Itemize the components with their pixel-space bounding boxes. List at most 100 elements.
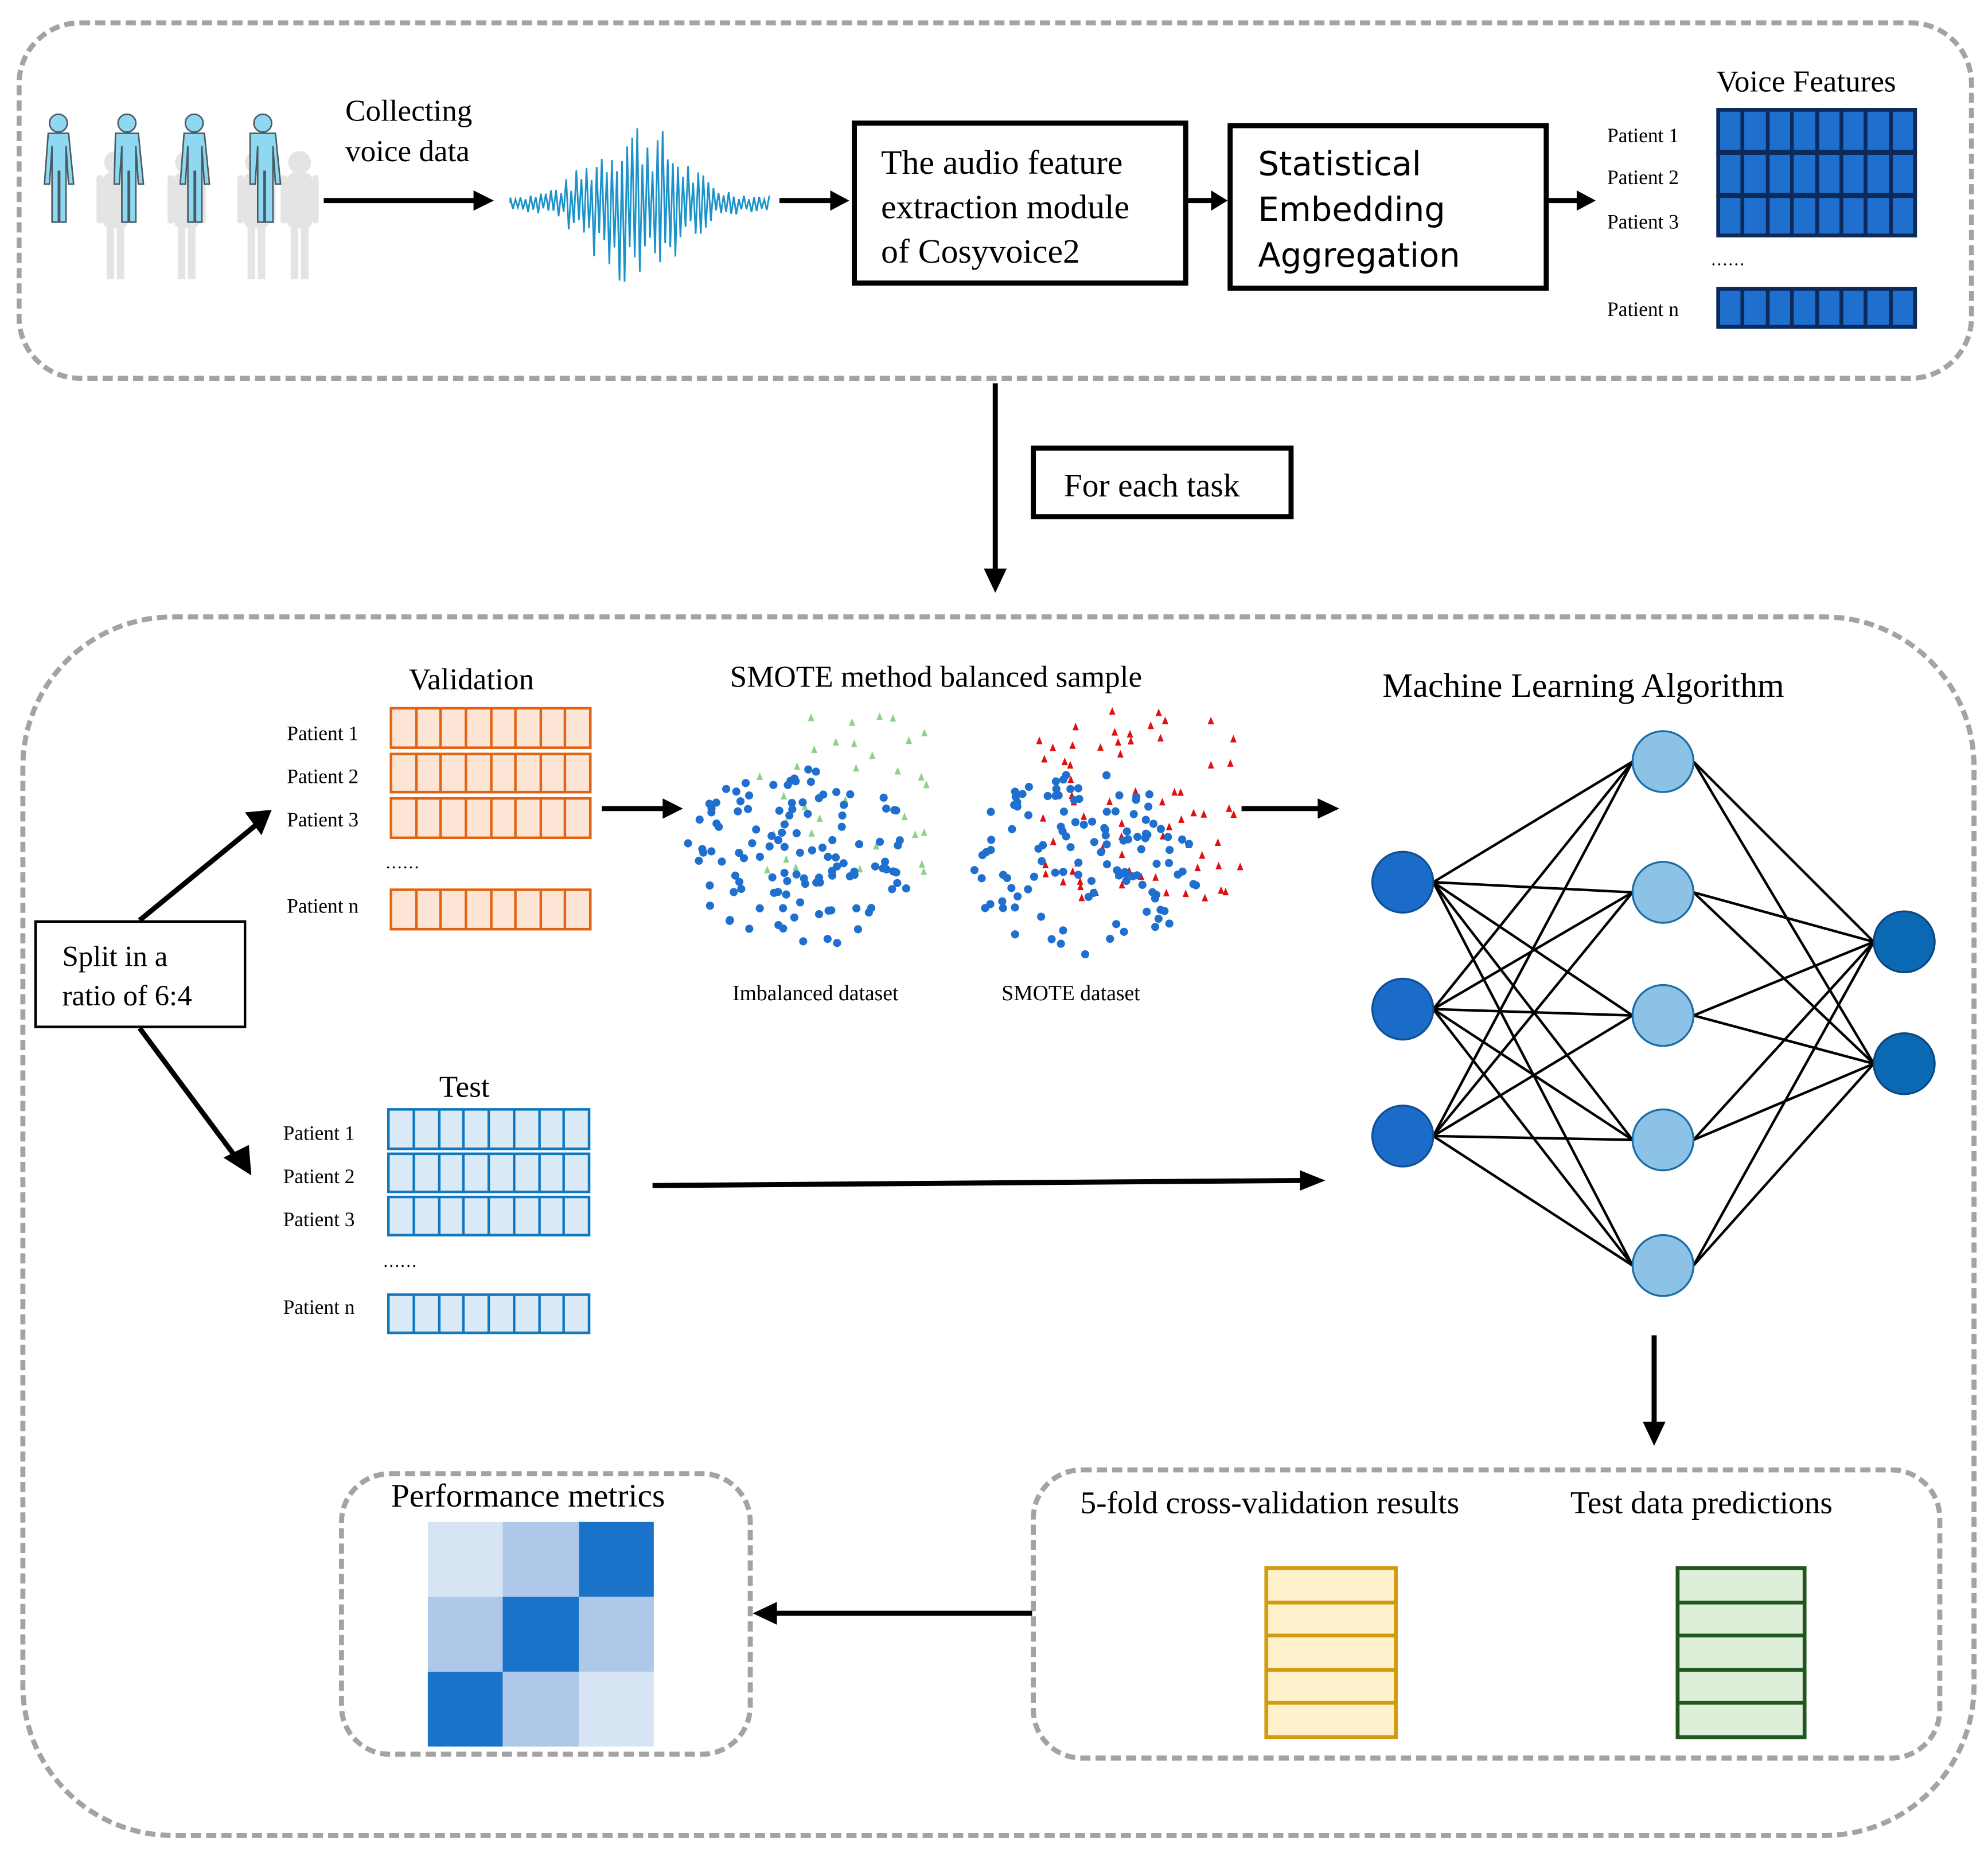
majority-point	[1043, 791, 1052, 801]
synthetic-point	[1147, 721, 1154, 729]
feature-cell	[442, 709, 465, 747]
minority-point	[849, 718, 856, 726]
feature-cell	[389, 1296, 412, 1332]
minority-point	[853, 764, 860, 772]
matrix-cell	[427, 1597, 504, 1672]
majority-point	[1165, 919, 1174, 928]
feature-cell	[1769, 155, 1791, 193]
result-cell	[1679, 1637, 1803, 1668]
validation-row-label: Patient 2	[287, 766, 359, 789]
network-edge	[1432, 891, 1634, 1137]
feature-cell	[1744, 290, 1766, 325]
waveform-line	[509, 128, 770, 282]
majority-point	[769, 781, 778, 789]
feature-cell	[465, 1198, 488, 1234]
matrix-cell	[578, 1671, 654, 1747]
synthetic-point	[1118, 880, 1125, 889]
majority-point	[799, 937, 808, 946]
feature-cell	[515, 1155, 538, 1191]
majority-point	[745, 924, 754, 933]
majority-point	[1011, 903, 1019, 912]
majority-point	[1149, 820, 1158, 828]
arrow-down-to-task-panel	[984, 383, 1007, 593]
majority-point	[1059, 868, 1067, 876]
majority-point	[1141, 816, 1150, 824]
feature-cell	[540, 1110, 563, 1148]
feature-cell	[1769, 111, 1791, 150]
synthetic-point	[1237, 863, 1244, 871]
matrix-cell	[503, 1522, 579, 1597]
minority-point	[808, 829, 815, 837]
majority-point	[824, 852, 832, 861]
synthetic-point	[1202, 894, 1209, 902]
majority-point	[999, 904, 1007, 912]
majority-point	[744, 791, 754, 800]
majority-point	[1133, 833, 1142, 841]
validation-row	[389, 797, 592, 839]
majority-point	[1089, 888, 1098, 897]
minority-point	[912, 830, 919, 838]
synthetic-point	[1190, 809, 1197, 817]
majority-point	[770, 888, 778, 897]
feature-cell	[439, 1110, 463, 1148]
majority-point	[775, 806, 783, 815]
majority-point	[852, 904, 861, 912]
feature-cell	[415, 1198, 438, 1234]
aggregation-line2: Embedding	[1258, 192, 1445, 230]
majority-point	[774, 920, 783, 930]
input-node	[1371, 851, 1435, 914]
majority-point	[1154, 914, 1163, 923]
majority-point	[998, 897, 1007, 906]
test-row	[387, 1152, 591, 1193]
feature-cell	[1843, 111, 1864, 150]
majority-point	[1156, 825, 1165, 833]
majority-point	[1114, 871, 1124, 880]
majority-point	[790, 913, 798, 922]
synthetic-point	[1042, 860, 1049, 869]
majority-point	[1100, 824, 1109, 833]
network-edge	[1433, 1134, 1633, 1141]
synthetic-point	[1077, 882, 1084, 891]
network-edge	[1692, 760, 1875, 1064]
network-edge	[1432, 760, 1634, 1137]
majority-point	[838, 811, 847, 820]
majority-point	[1165, 845, 1174, 855]
feature-cell	[392, 709, 415, 747]
synthetic-point	[1050, 837, 1057, 845]
synthetic-point	[1067, 760, 1074, 769]
matrix-cell	[427, 1671, 504, 1747]
feature-cell	[541, 755, 564, 791]
synthetic-point	[1230, 810, 1237, 818]
hidden-node	[1631, 1234, 1695, 1297]
collect-label-line1: Collecting	[345, 95, 473, 128]
validation-row	[389, 752, 592, 794]
majority-point	[1164, 859, 1174, 867]
minority-point	[921, 728, 928, 736]
majority-point	[823, 935, 832, 943]
feature-cell	[1744, 198, 1766, 234]
majority-point	[833, 939, 841, 947]
feature-cell	[1769, 290, 1791, 325]
feature-cell	[492, 755, 514, 791]
validation-row-label: Patient n	[287, 896, 359, 918]
majority-point	[1051, 868, 1059, 877]
smote-caption: SMOTE dataset	[1001, 981, 1140, 1005]
synthetic-point	[1207, 760, 1214, 769]
synthetic-point	[1178, 815, 1185, 823]
synthetic-point	[1060, 877, 1067, 885]
input-node	[1371, 977, 1435, 1041]
synthetic-point	[1050, 743, 1057, 751]
majority-point	[833, 862, 841, 871]
synthetic-point	[1215, 861, 1222, 869]
matrix-cell	[503, 1671, 579, 1747]
majority-point	[1097, 848, 1105, 857]
majority-point	[730, 888, 738, 896]
feature-cell	[442, 799, 465, 837]
feature-cell	[1794, 198, 1815, 234]
majority-point	[804, 810, 812, 818]
majority-point	[796, 898, 805, 907]
synthetic-point	[1109, 707, 1116, 715]
majority-point	[705, 881, 714, 890]
majority-point	[1038, 857, 1046, 865]
feature-cell	[492, 891, 514, 928]
